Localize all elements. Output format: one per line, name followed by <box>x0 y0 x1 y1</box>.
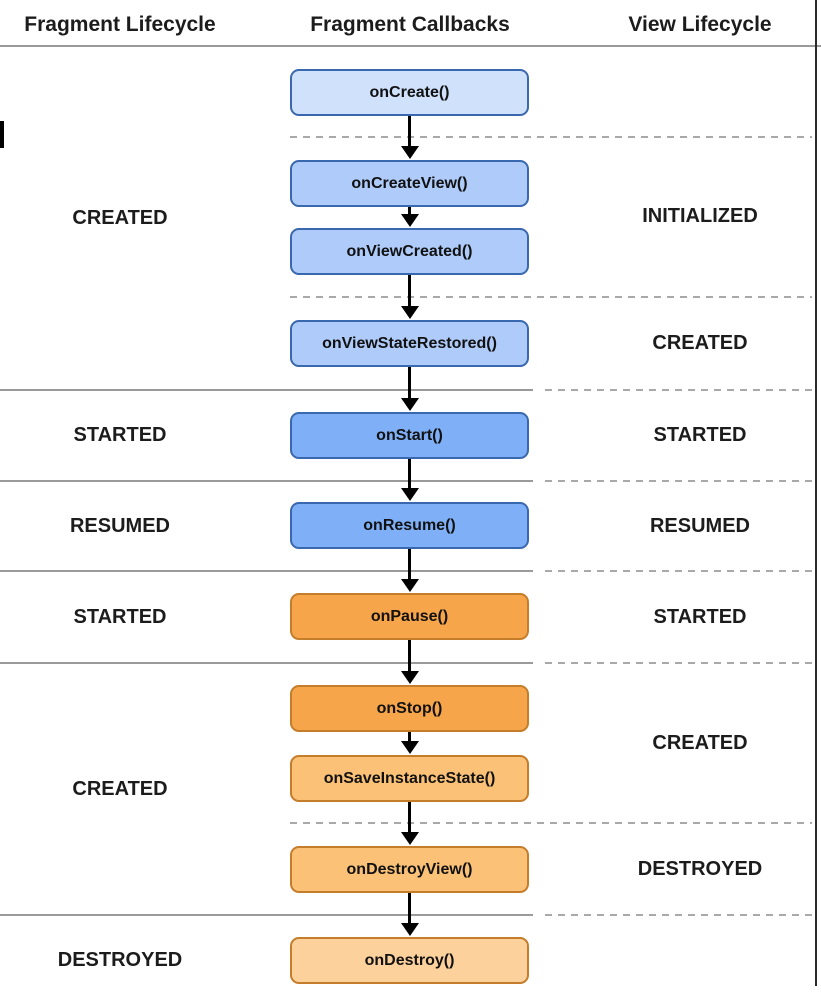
view-state-separator <box>545 570 812 572</box>
view-state-separator <box>545 480 812 482</box>
right-edge-border <box>815 0 817 986</box>
fragment-state-separator <box>0 662 533 664</box>
view-state-separator <box>545 389 812 391</box>
callback-box-ondestroy: onDestroy() <box>290 937 529 984</box>
fragment-state-separator <box>0 570 533 572</box>
view-state-destroyed: DESTROYED <box>637 858 763 880</box>
fragment-state-separator <box>0 914 533 916</box>
view-state-separator <box>545 914 812 916</box>
view-state-created: CREATED <box>652 332 748 354</box>
view-state-started: STARTED <box>653 424 747 446</box>
view-state-separator <box>290 136 812 138</box>
flow-arrow <box>401 802 419 845</box>
view-state-separator <box>545 662 812 664</box>
callback-label: onPause() <box>370 607 449 625</box>
fragment-state-started: STARTED <box>73 606 167 628</box>
header-divider-line <box>0 45 821 47</box>
fragment-state-started: STARTED <box>73 424 167 446</box>
flow-arrow <box>401 116 419 159</box>
callback-box-onpause: onPause() <box>290 593 529 640</box>
fragment-state-resumed: RESUMED <box>69 515 170 537</box>
callback-box-ondestroyview: onDestroyView() <box>290 846 529 893</box>
callback-label: onViewStateRestored() <box>322 334 497 352</box>
callback-label: onResume() <box>363 516 456 534</box>
view-state-separator <box>290 822 812 824</box>
view-state-separator <box>290 296 812 298</box>
view-state-resumed: RESUMED <box>649 515 750 537</box>
callback-label: onStart() <box>376 426 443 444</box>
fragment-state-created: CREATED <box>72 778 168 800</box>
column-header-view-lifecycle: View Lifecycle <box>628 13 772 36</box>
callback-box-onresume: onResume() <box>290 502 529 549</box>
flow-arrow <box>401 640 419 684</box>
callback-box-oncreateview: onCreateView() <box>290 160 529 207</box>
fragment-state-created: CREATED <box>72 207 168 229</box>
callback-box-oncreate: onCreate() <box>290 69 529 116</box>
left-edge-artifact <box>0 121 4 148</box>
callback-label: onStop() <box>376 699 443 717</box>
callback-label: onSaveInstanceState() <box>323 769 496 787</box>
view-state-started: STARTED <box>653 606 747 628</box>
fragment-state-separator <box>0 480 533 482</box>
column-header-fragment-lifecycle: Fragment Lifecycle <box>24 13 216 36</box>
flow-arrow <box>401 207 419 227</box>
callback-label: onViewCreated() <box>346 242 473 260</box>
callback-box-onviewstaterestored: onViewStateRestored() <box>290 320 529 367</box>
callback-box-onviewcreated: onViewCreated() <box>290 228 529 275</box>
view-state-initialized: INITIALIZED <box>642 205 758 227</box>
callback-box-onstop: onStop() <box>290 685 529 732</box>
callback-box-onsaveinstancestate: onSaveInstanceState() <box>290 755 529 802</box>
view-state-created: CREATED <box>652 732 748 754</box>
fragment-state-destroyed: DESTROYED <box>57 949 183 971</box>
flow-arrow <box>401 367 419 411</box>
callback-label: onCreateView() <box>351 174 468 192</box>
column-header-fragment-callbacks: Fragment Callbacks <box>310 13 510 36</box>
flow-arrow <box>401 732 419 754</box>
flow-arrow <box>401 893 419 936</box>
callback-label: onDestroyView() <box>346 860 473 878</box>
flow-arrow <box>401 549 419 592</box>
callback-label: onDestroy() <box>364 951 455 969</box>
flow-arrow <box>401 459 419 501</box>
flow-arrow <box>401 275 419 319</box>
callback-label: onCreate() <box>369 83 450 101</box>
callback-box-onstart: onStart() <box>290 412 529 459</box>
fragment-state-separator <box>0 389 533 391</box>
